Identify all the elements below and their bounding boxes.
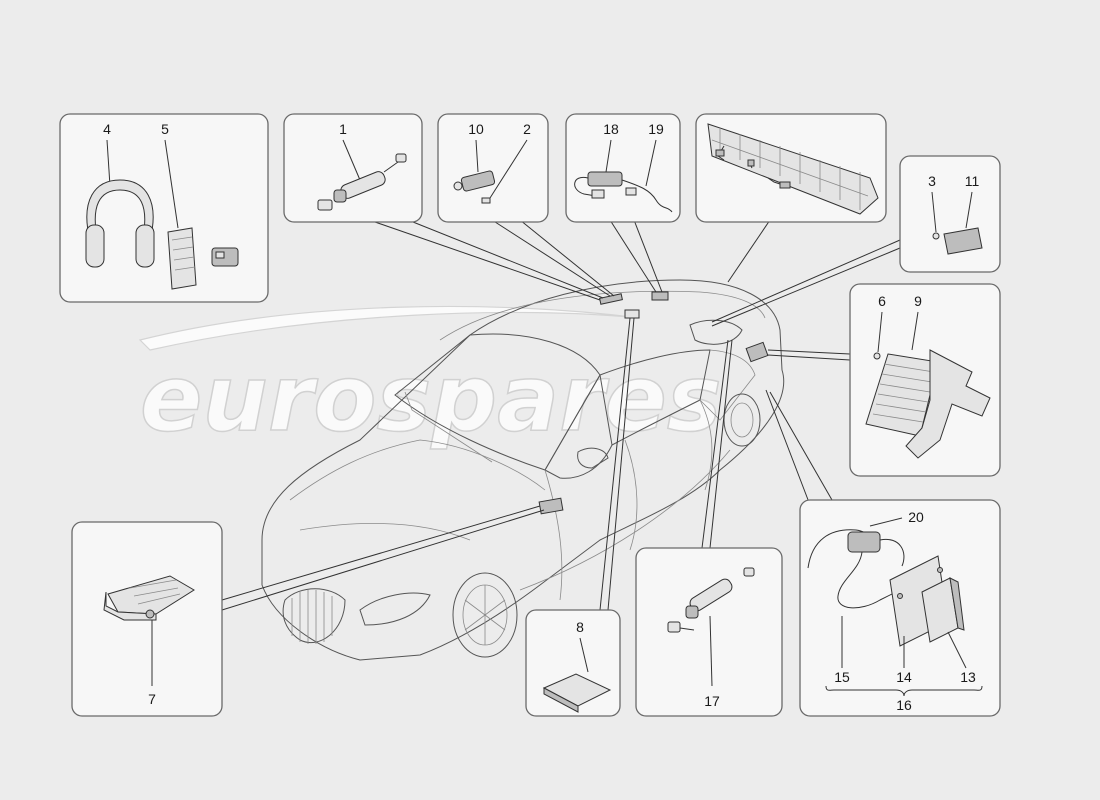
leader-lines — [221, 219, 901, 611]
box-part-3-11: 3 11 — [899, 155, 1001, 273]
label-2: 2 — [523, 121, 531, 137]
box-part-7: 7 — [71, 521, 223, 717]
label-14: 14 — [896, 669, 912, 685]
label-8: 8 — [576, 619, 584, 635]
box-part-6-9: 6 9 — [849, 283, 1001, 477]
box-part-18-19: 18 19 — [565, 113, 681, 223]
label-6: 6 — [878, 293, 886, 309]
watermark-text: eurospares — [140, 345, 722, 452]
label-18: 18 — [603, 121, 619, 137]
label-1: 1 — [339, 121, 347, 137]
box-part-17: 17 — [635, 547, 783, 717]
box-headphones: 4 5 — [59, 113, 269, 303]
label-16: 16 — [896, 697, 912, 713]
label-20: 20 — [908, 509, 924, 525]
label-10: 10 — [468, 121, 484, 137]
label-5: 5 — [161, 121, 169, 137]
box-part-8: 8 — [525, 609, 621, 717]
label-9: 9 — [914, 293, 922, 309]
box-roof-bracket — [695, 113, 887, 223]
watermark: eurospares — [138, 305, 722, 453]
box-part-13-20: 20 15 14 13 16 — [799, 499, 1001, 717]
label-4: 4 — [103, 121, 111, 137]
box-part-1: 1 — [283, 113, 423, 223]
label-13: 13 — [960, 669, 976, 685]
label-19: 19 — [648, 121, 664, 137]
box-part-10-2: 10 2 — [437, 113, 549, 223]
label-15: 15 — [834, 669, 850, 685]
label-7: 7 — [148, 691, 156, 707]
label-3: 3 — [928, 173, 936, 189]
label-11: 11 — [965, 173, 980, 189]
label-17: 17 — [704, 693, 720, 709]
